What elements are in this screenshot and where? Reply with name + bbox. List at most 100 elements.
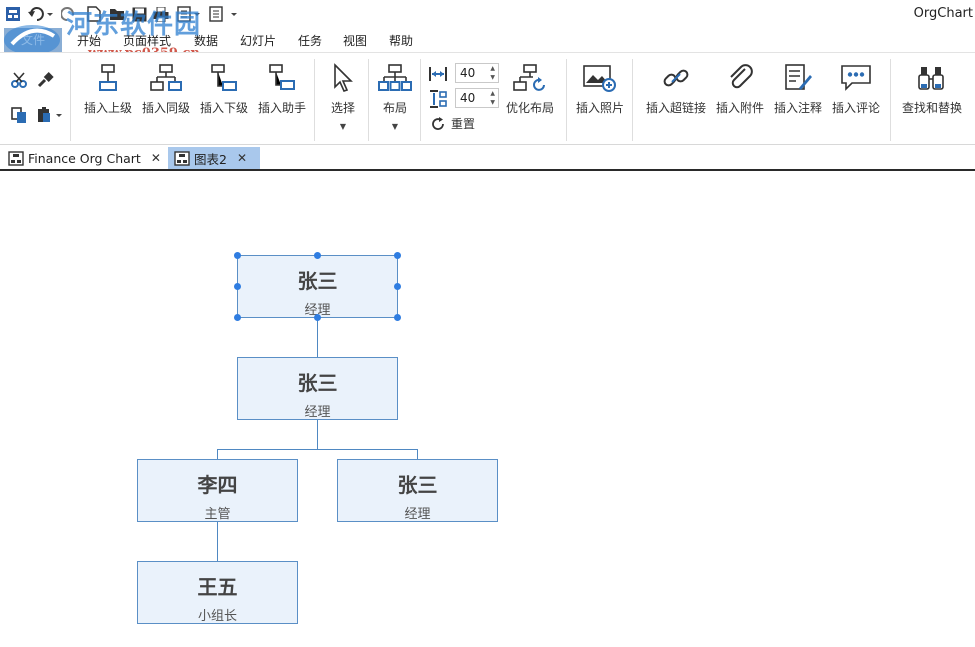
menu-bar: 开始 页面样式 数据 幻灯片 任务 视图 帮助 (0, 28, 975, 52)
export-icon[interactable] (176, 4, 204, 24)
org-node-root[interactable]: 张三 经理 (237, 255, 398, 318)
select-label: 选择 (330, 101, 355, 115)
menu-tasks[interactable]: 任务 (298, 34, 323, 48)
print-icon[interactable] (152, 4, 170, 24)
layout-label: 布局 (382, 101, 407, 115)
node-name: 张三 (397, 473, 438, 497)
org-node[interactable]: 李四 主管 (137, 459, 298, 522)
node-title: 小组长 (197, 609, 237, 624)
select-dropdown-icon[interactable]: ▼ (339, 122, 347, 131)
insert-attachment-label: 插入附件 (715, 101, 764, 115)
vertical-spacing-input[interactable]: 40 ▲▼ (455, 88, 499, 108)
connector-line (317, 318, 318, 357)
insert-subordinate-button[interactable]: 插入下级 (198, 63, 250, 116)
connector-line (417, 449, 418, 459)
insert-photo-label: 插入照片 (575, 101, 624, 115)
insert-assistant-button[interactable]: 插入助手 (256, 63, 308, 116)
orgchart-doc-icon (174, 150, 190, 166)
find-replace-button[interactable]: 查找和替换 (900, 63, 964, 116)
note-icon (785, 64, 812, 90)
insert-peer-icon (150, 64, 182, 91)
quick-access-customize-icon[interactable] (208, 4, 238, 24)
cut-icon[interactable] (10, 71, 28, 93)
layout-tree-icon (378, 64, 412, 91)
ribbon-separator (314, 59, 315, 141)
org-node[interactable]: 王五 小组长 (137, 561, 298, 624)
node-title: 经理 (304, 405, 331, 420)
ribbon-separator (566, 59, 567, 141)
select-button[interactable]: 选择 ▼ (322, 63, 364, 131)
horizontal-spacing-value: 40 (460, 66, 476, 80)
tab-label: Finance Org Chart (28, 150, 141, 166)
horizontal-spacing-input[interactable]: 40 ▲▼ (455, 63, 499, 83)
node-title: 主管 (204, 507, 231, 522)
close-tab-icon[interactable]: ✕ (236, 151, 248, 165)
menu-home[interactable]: 开始 (77, 34, 102, 48)
spin-arrows-icon[interactable]: ▲▼ (490, 90, 495, 106)
resize-handle[interactable] (314, 252, 321, 259)
resize-handle[interactable] (314, 314, 321, 321)
paperclip-icon (730, 64, 753, 89)
vertical-spacing-icon (428, 89, 448, 113)
connector-line (217, 522, 218, 561)
optimize-layout-label: 优化布局 (505, 101, 554, 115)
reset-button[interactable]: 重置 (430, 115, 475, 132)
connector-line (217, 449, 218, 459)
connector-line (317, 420, 318, 449)
resize-handle[interactable] (234, 314, 241, 321)
resize-handle[interactable] (394, 314, 401, 321)
resize-handle[interactable] (234, 252, 241, 259)
redo-icon[interactable] (60, 4, 78, 24)
open-folder-icon[interactable] (108, 4, 126, 24)
copy-icon[interactable] (10, 106, 28, 128)
org-node[interactable]: 张三 经理 (337, 459, 498, 522)
layout-dropdown-icon[interactable]: ▼ (391, 122, 399, 131)
insert-assistant-icon (269, 64, 295, 90)
insert-photo-button[interactable]: 插入照片 (574, 63, 626, 116)
insert-peer-button[interactable]: 插入同级 (140, 63, 192, 116)
menu-view[interactable]: 视图 (343, 34, 368, 48)
save-icon[interactable] (130, 4, 148, 24)
app-logo-icon (4, 4, 22, 24)
layout-button[interactable]: 布局 ▼ (374, 63, 416, 131)
tab-label: 图表2 (194, 151, 227, 167)
resize-handle[interactable] (394, 283, 401, 290)
insert-peer-label: 插入同级 (141, 101, 190, 115)
ribbon-separator (632, 59, 633, 141)
menu-page-style[interactable]: 页面样式 (123, 34, 172, 48)
spin-arrows-icon[interactable]: ▲▼ (490, 65, 495, 81)
insert-superior-button[interactable]: 插入上级 (82, 63, 134, 116)
optimize-layout-button[interactable]: 优化布局 (504, 63, 556, 116)
resize-handle[interactable] (394, 252, 401, 259)
insert-comment-label: 插入评论 (831, 101, 880, 115)
tab-chart2[interactable]: 图表2 ✕ (168, 147, 260, 169)
format-painter-icon[interactable] (36, 71, 54, 93)
title-bar: OrgChart (0, 0, 975, 28)
menu-data[interactable]: 数据 (194, 34, 219, 48)
node-title: 经理 (404, 507, 431, 522)
node-name: 王五 (197, 575, 238, 599)
close-tab-icon[interactable]: ✕ (150, 151, 161, 165)
paste-icon[interactable] (36, 106, 66, 128)
insert-hyperlink-button[interactable]: 插入超链接 (644, 63, 708, 116)
document-tab-bar: Finance Org Chart ✕ 图表2 ✕ (0, 145, 975, 171)
menu-help[interactable]: 帮助 (389, 34, 414, 48)
org-node[interactable]: 张三 经理 (237, 357, 398, 420)
chart-canvas[interactable]: 张三 经理 张三 经理 李四 主管 张三 经理 王五 小组长 (0, 171, 975, 647)
insert-note-button[interactable]: 插入注释 (772, 63, 824, 116)
insert-attachment-button[interactable]: 插入附件 (714, 63, 766, 116)
insert-superior-label: 插入上级 (83, 101, 132, 115)
insert-comment-button[interactable]: 插入评论 (830, 63, 882, 116)
new-file-icon[interactable] (86, 4, 102, 24)
horizontal-spacing-icon (428, 65, 448, 87)
ribbon-separator (368, 59, 369, 141)
undo-icon[interactable] (26, 4, 56, 24)
node-title: 经理 (304, 303, 331, 318)
resize-handle[interactable] (234, 283, 241, 290)
photo-icon (583, 65, 616, 92)
menu-slideshow[interactable]: 幻灯片 (240, 34, 277, 48)
insert-note-label: 插入注释 (773, 101, 822, 115)
tab-finance-org-chart[interactable]: Finance Org Chart ✕ (2, 147, 167, 169)
reset-icon (432, 116, 444, 130)
connector-line (217, 449, 418, 450)
